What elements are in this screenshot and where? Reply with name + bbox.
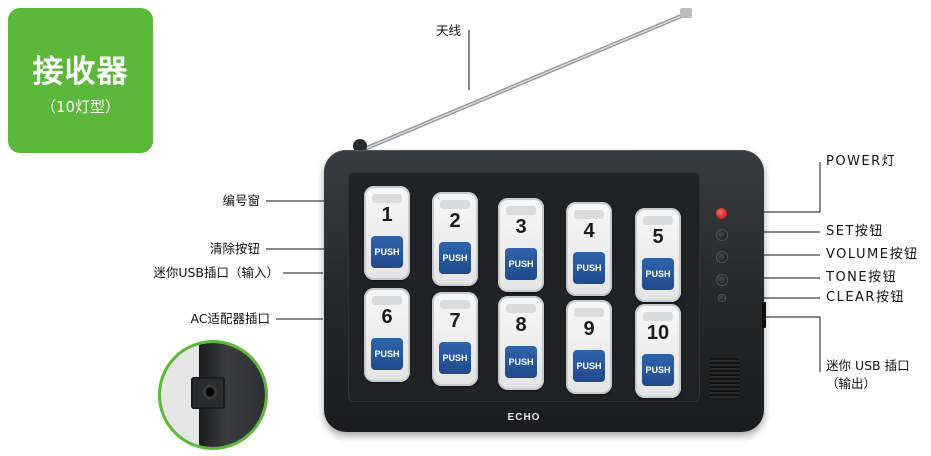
- receiver-key[interactable]: 7 PUSH: [432, 292, 478, 386]
- push-button[interactable]: PUSH: [505, 248, 537, 280]
- number-window: [506, 304, 536, 313]
- number-window: [372, 194, 402, 203]
- power-led: [716, 208, 727, 219]
- receiver-key[interactable]: 1 PUSH: [364, 186, 410, 280]
- label-power-led: POWER灯: [826, 154, 897, 169]
- clear-button[interactable]: [719, 295, 725, 301]
- speaker-grille: [710, 358, 740, 398]
- ac-jack-zoom: [158, 340, 268, 450]
- antenna: [353, 8, 692, 153]
- push-button[interactable]: PUSH: [505, 346, 537, 378]
- number-window: [440, 200, 470, 209]
- label-clear-button: CLEAR按钮: [826, 290, 905, 305]
- receiver-key[interactable]: 3 PUSH: [498, 198, 544, 292]
- push-button[interactable]: PUSH: [573, 252, 605, 284]
- key-number: 6: [381, 306, 393, 328]
- volume-button[interactable]: [717, 252, 727, 262]
- key-number: 3: [515, 216, 527, 238]
- push-button[interactable]: PUSH: [371, 338, 403, 370]
- number-window: [643, 216, 673, 225]
- push-button[interactable]: PUSH: [573, 350, 605, 382]
- number-window: [372, 296, 402, 305]
- receiver-device: 1 PUSH 2 PUSH 3 PUSH 4 PUSH 5 PUSH: [324, 150, 764, 432]
- receiver-key[interactable]: 5 PUSH: [635, 208, 681, 302]
- label-antenna: 天线: [436, 23, 462, 38]
- key-number: 8: [515, 314, 527, 336]
- label-volume-button: VOLUME按钮: [826, 247, 919, 262]
- number-window: [440, 300, 470, 309]
- label-clear-key: 清除按钮: [209, 241, 260, 256]
- receiver-key[interactable]: 8 PUSH: [498, 296, 544, 390]
- push-button[interactable]: PUSH: [439, 342, 471, 374]
- key-number: 10: [646, 322, 670, 344]
- receiver-key[interactable]: 2 PUSH: [432, 192, 478, 286]
- key-number: 7: [449, 310, 461, 332]
- key-number: 2: [449, 210, 461, 232]
- label-mini-usb-in: 迷你USB插口（输入）: [153, 265, 279, 280]
- label-mini-usb-out-sub: （输出）: [826, 376, 877, 391]
- receiver-key[interactable]: 6 PUSH: [364, 288, 410, 382]
- badge-subtitle: （10灯型）: [40, 98, 121, 116]
- number-window: [574, 308, 604, 317]
- push-button[interactable]: PUSH: [642, 258, 674, 290]
- push-button[interactable]: PUSH: [439, 242, 471, 274]
- label-ac-adapter: AC适配器插口: [190, 311, 270, 326]
- number-window: [506, 206, 536, 215]
- push-button[interactable]: PUSH: [371, 236, 403, 268]
- label-mini-usb-out: 迷你 USB 插口: [826, 358, 910, 373]
- receiver-key[interactable]: 4 PUSH: [566, 202, 612, 296]
- key-number: 9: [583, 318, 595, 340]
- push-button[interactable]: PUSH: [642, 354, 674, 386]
- key-panel: 1 PUSH 2 PUSH 3 PUSH 4 PUSH 5 PUSH: [348, 172, 700, 402]
- receiver-key[interactable]: 9 PUSH: [566, 300, 612, 394]
- label-set-button: SET按钮: [826, 224, 884, 239]
- product-badge: 接收器 （10灯型）: [8, 8, 153, 153]
- label-number-window: 编号窗: [222, 193, 260, 208]
- label-tone-button: TONE按钮: [826, 270, 898, 285]
- brand-logo: ECHO: [507, 412, 541, 423]
- set-button[interactable]: [717, 230, 727, 240]
- key-number: 5: [652, 226, 664, 248]
- mini-usb-out-port: [762, 302, 766, 328]
- receiver-key[interactable]: 10 PUSH: [635, 304, 681, 398]
- key-number: 4: [583, 220, 595, 242]
- tone-button[interactable]: [717, 275, 727, 285]
- number-window: [643, 312, 673, 321]
- badge-title: 接收器: [32, 54, 129, 90]
- number-window: [574, 210, 604, 219]
- key-number: 1: [381, 204, 393, 226]
- ac-jack-icon: [203, 385, 217, 399]
